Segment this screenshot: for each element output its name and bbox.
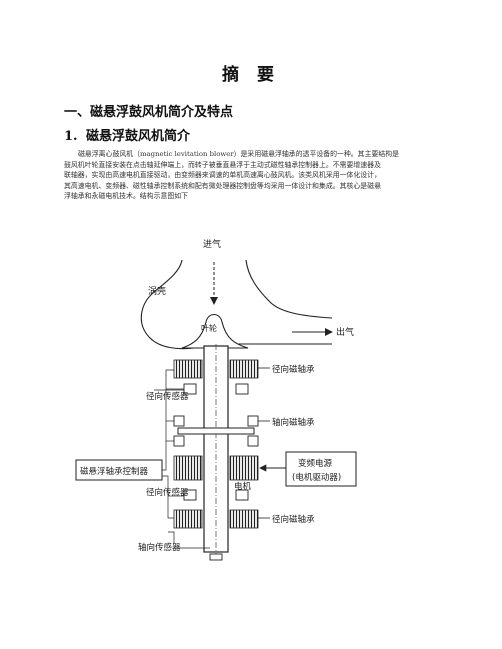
controller-wiring xyxy=(162,369,184,544)
radial-sensor-bottom-label: 径向传感器 xyxy=(146,487,189,498)
paragraph-line: 其高速电机、变频器、磁性轴承控制系统和配有微处理器控制盘等均采用一体设计和集成。… xyxy=(64,181,381,190)
axial-sensor xyxy=(209,553,223,561)
impeller-shape xyxy=(181,313,249,349)
radial-bearing-top xyxy=(173,359,259,379)
volute-casing xyxy=(140,259,201,350)
vfd-label-line1: 变频电源 xyxy=(298,458,333,469)
axial-bearing-label: 轴向磁轴承 xyxy=(272,417,315,428)
motor-label: 电机 xyxy=(234,481,252,492)
impeller-label: 叶轮 xyxy=(201,323,217,333)
intake-label: 进气 xyxy=(203,238,221,250)
vfd-label-line2: (电机驱动器) xyxy=(292,472,341,483)
radial-bearing-bottom xyxy=(173,509,259,529)
paragraph-line: 联轴器，实现由高速电机直接驱动，由变频器来调速的单机高速离心鼓风机。该类风机采用… xyxy=(64,171,381,180)
bearing-controller-label: 磁悬浮轴承控制器 xyxy=(80,466,149,477)
axial-sensor-label: 轴向传感器 xyxy=(138,542,181,553)
outlet-label: 出气 xyxy=(336,326,354,338)
volute-label: 涡壳 xyxy=(148,285,166,297)
motor-stator xyxy=(173,455,259,481)
blower-structure-diagram: 进气 涡壳 叶轮 出气 径向磁轴承 径向传感器 xyxy=(75,238,357,561)
intro-paragraph: 磁悬浮离心鼓风机（magnetic levitation blower）是采用磁… xyxy=(64,149,440,202)
paragraph-line: 浮轴承和永磁电机技术。结构示意图如下 xyxy=(64,192,189,201)
radial-sensor-top-label: 径向传感器 xyxy=(146,391,189,402)
paragraph-line: 磁悬浮离心鼓风机（magnetic levitation blower）是采用磁… xyxy=(78,150,400,158)
radial-bearing-top-label: 径向磁轴承 xyxy=(272,364,315,375)
subsection-heading: 1. 磁悬浮鼓风机简介 xyxy=(64,125,190,144)
page-title: 摘 要 xyxy=(222,65,280,85)
subsection-number: 1. xyxy=(64,129,78,144)
paragraph-line: 鼓风机叶轮直接安装在点击轴延伸端上，而转子被垂直悬浮于主动式磁性轴承控制器上。不… xyxy=(64,160,381,169)
radial-sensor-bottom xyxy=(183,489,249,501)
radial-bearing-bottom-label: 径向磁轴承 xyxy=(272,514,315,525)
vfd-box xyxy=(285,451,357,487)
section-heading: 一、磁悬浮鼓风机简介及特点 xyxy=(64,105,234,120)
subsection-title: 磁悬浮鼓风机简介 xyxy=(86,129,191,144)
